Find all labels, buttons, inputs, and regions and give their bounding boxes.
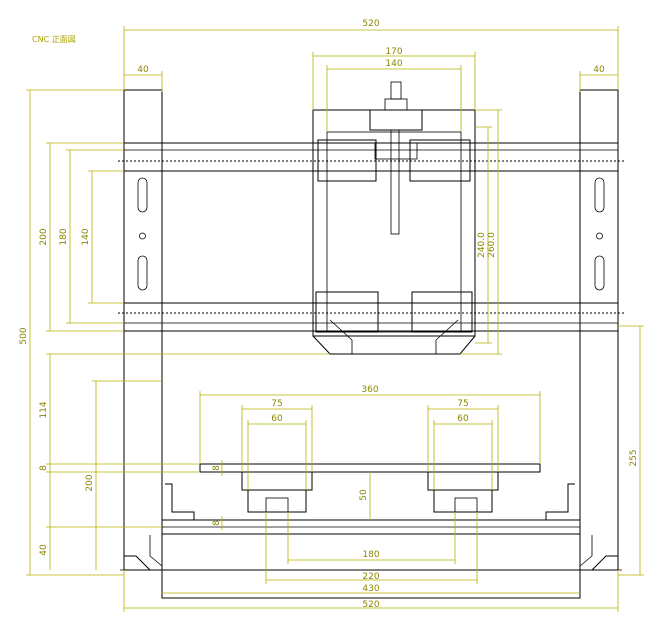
screw-nut-block: [374, 142, 418, 160]
dim-h-240: 240.0: [477, 232, 487, 258]
z-motor-block: [369, 109, 423, 131]
right-column: [579, 89, 619, 571]
machine-frame: [118, 81, 624, 599]
right-support-mid: [433, 489, 493, 513]
dim-right-255: 255: [629, 449, 639, 466]
upper-left-bearing: [317, 139, 377, 182]
dim-right-60: 60: [457, 414, 469, 424]
work-table: [199, 463, 541, 473]
dim-h-260: 260.0: [487, 232, 497, 258]
dim-left-75: 75: [271, 399, 282, 409]
carriage-bottom: [312, 335, 476, 355]
dim-head-140: 140: [385, 59, 402, 69]
dim-bottom-180: 180: [362, 550, 379, 560]
carriage-inner: [326, 131, 462, 333]
left-bracket: [165, 483, 195, 520]
drawing-title: CNC 正面図: [32, 35, 76, 44]
top-gantry-rail: [123, 142, 619, 172]
dim-left-60: 60: [271, 414, 283, 424]
left-support-top: [241, 471, 313, 491]
right-bracket: [545, 483, 575, 520]
bottom-gantry-rail: [123, 302, 619, 332]
dim-rail-thickness: 8: [212, 520, 222, 526]
right-support-nut: [454, 497, 478, 513]
bolt: [390, 81, 402, 100]
dim-h-8a: 8: [39, 465, 49, 471]
right-hole: [596, 232, 603, 240]
dim-h-50: 50: [359, 489, 369, 501]
spindle-carriage: [312, 109, 476, 337]
left-slot-lower: [137, 255, 148, 291]
lead-screw: [390, 129, 400, 235]
dim-head-170: 170: [385, 47, 402, 57]
dim-table-thickness: 8: [212, 465, 222, 471]
dim-h-114: 114: [39, 401, 49, 418]
lower-left-bearing: [315, 291, 379, 333]
dim-top-width: 520: [362, 19, 379, 29]
left-support-mid: [247, 489, 307, 513]
right-support-top: [427, 471, 499, 491]
upper-right-bearing: [409, 139, 471, 182]
nut: [384, 98, 408, 111]
left-foot: [124, 555, 151, 571]
lower-right-bearing: [411, 291, 473, 333]
dimension-lines: 520 40 40 170 140 200 180 140 500: [19, 19, 644, 612]
right-slot-upper: [594, 177, 605, 213]
dim-bottom-520: 520: [362, 600, 379, 610]
dim-h-200: 200: [39, 228, 49, 245]
right-slot-lower: [594, 255, 605, 291]
right-foot: [591, 555, 618, 571]
dim-right-75: 75: [457, 399, 468, 409]
dim-table-360: 360: [361, 385, 378, 395]
dim-total-500: 500: [19, 327, 29, 344]
dim-bottom-220: 220: [362, 572, 379, 582]
left-support-nut: [265, 497, 289, 513]
dim-right-col: 40: [593, 65, 605, 75]
dim-h-200b: 200: [85, 474, 95, 491]
dim-h-180: 180: [59, 228, 69, 245]
dim-bottom-430: 430: [362, 584, 379, 594]
dim-h-140: 140: [81, 228, 91, 245]
left-slot-upper: [137, 177, 148, 213]
dim-h-40: 40: [39, 544, 49, 556]
left-column: [123, 89, 163, 571]
left-hole: [139, 232, 146, 240]
dim-left-col: 40: [137, 65, 149, 75]
